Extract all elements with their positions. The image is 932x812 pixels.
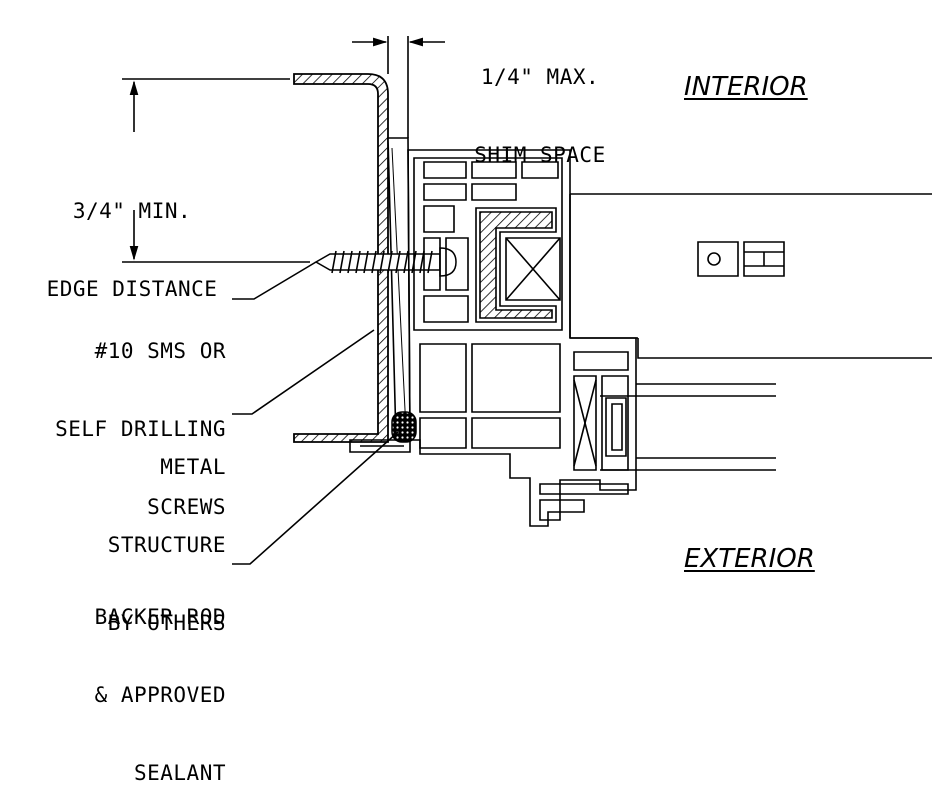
edge-distance-label: 3/4" MIN. EDGE DISTANCE: [18, 146, 246, 328]
steel-reinforcement: [475, 207, 557, 323]
metal-structure-channel: [293, 73, 389, 443]
shim-space-label: 1/4" MAX. SHIM SPACE: [452, 12, 628, 194]
metal-structure-line1: METAL: [160, 455, 226, 479]
insulated-glass-unit: [600, 383, 776, 471]
screws-line2: SELF DRILLING: [55, 417, 226, 441]
backer-rod-label: BACKER ROD & APPROVED SEALANT: [10, 552, 226, 812]
window-frame-profile: [349, 149, 637, 527]
leader-screws: [232, 261, 317, 300]
screws-line3: SCREWS: [147, 495, 226, 519]
metal-structure-line3: BY OTHERS: [107, 611, 226, 635]
screws-line1: #10 SMS OR: [94, 339, 226, 363]
leader-metal: [232, 329, 375, 415]
backer-rod-line2: & APPROVED: [94, 683, 226, 707]
metal-structure-label: METAL STRUCTURE BY OTHERS: [10, 402, 226, 662]
leader-backer: [232, 431, 399, 565]
edge-distance-line1: 3/4" MIN.: [72, 199, 192, 223]
backer-rod-line3: SEALANT: [133, 761, 226, 785]
shim-space-dimension: [352, 36, 445, 138]
metal-structure-line2: STRUCTURE: [107, 533, 226, 557]
shim-space-line1: 1/4" MAX.: [480, 65, 600, 89]
backer-rod-line1: BACKER ROD: [94, 605, 226, 629]
interior-wall: [569, 193, 932, 359]
leader-lines: [232, 261, 399, 565]
screws-label: #10 SMS OR SELF DRILLING SCREWS: [10, 286, 226, 546]
exterior-label: EXTERIOR: [684, 544, 815, 574]
interior-label: INTERIOR: [684, 72, 808, 102]
shim-space-line2: SHIM SPACE: [474, 143, 606, 167]
window-frame-anchoring-detail: 1/4" MAX. SHIM SPACE 3/4" MIN. EDGE DIST…: [10, 12, 932, 785]
edge-distance-line2: EDGE DISTANCE: [46, 277, 218, 301]
hardware-keeper: [697, 241, 785, 277]
backer-rod-sealant: [391, 411, 417, 443]
section-drawing: [122, 36, 932, 565]
edge-distance-dimension: [122, 78, 310, 263]
